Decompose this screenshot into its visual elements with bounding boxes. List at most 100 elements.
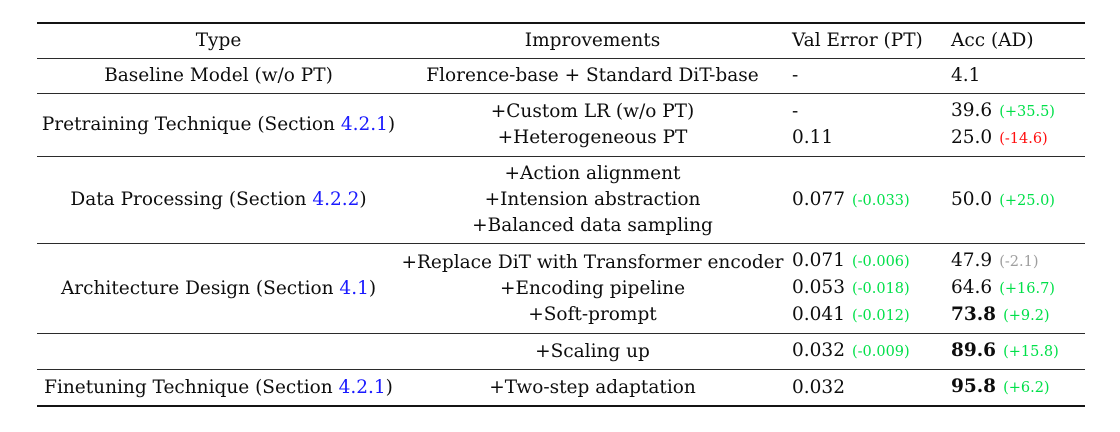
table-row-group: Finetuning Technique (Section 4.2.1) +Two… <box>37 370 1085 405</box>
improvement-item: +Two-step adaptation <box>489 376 696 398</box>
column-header-label: Improvements <box>524 30 661 51</box>
acc-cell: 47.9 (-2.1) 64.6 (+16.7)73.8 (+9.2) <box>942 248 1085 329</box>
metric-value: 95.8 <box>951 376 997 397</box>
acc-cell: 89.6 (+15.8) <box>942 338 1085 365</box>
type-label: Baseline Model (w/o PT) <box>104 65 333 86</box>
improvement-item: +Action alignment <box>504 163 681 184</box>
improvement-item: +Encoding pipeline <box>499 277 686 299</box>
improvements-cell: +Action alignment +Intension abstraction +… <box>400 161 785 239</box>
type-cell: Pretraining Technique (Section 4.2.1) <box>37 98 400 152</box>
metric-line: 0.11 <box>792 125 833 151</box>
metric-line: 25.0 (-14.6) <box>951 125 1048 152</box>
type-label: Finetuning Technique (Section 4.2.1) <box>44 376 393 398</box>
metric-delta: (-2.1) <box>999 254 1039 270</box>
metric-line: 4.1 <box>951 63 980 89</box>
improvement-item: +Soft-prompt <box>528 303 657 325</box>
metric-delta: (-0.006) <box>851 254 910 270</box>
acc-cell: 95.8 (+6.2) <box>942 374 1085 401</box>
metric-value: 39.6 <box>951 100 993 121</box>
column-header-val-error: Val Error (PT) <box>785 28 942 54</box>
metric-value: 0.032 <box>792 376 845 398</box>
metric-line: 0.041 (-0.012) <box>792 302 910 329</box>
metric-delta: (-14.6) <box>999 131 1048 147</box>
val-error-cell: 0.077 (-0.033) <box>785 161 942 239</box>
table-row-group: Data Processing (Section 4.2.2) +Action a… <box>37 157 1085 244</box>
type-cell: Data Processing (Section 4.2.2) <box>37 161 400 239</box>
type-cell: Architecture Design (Section 4.1) <box>37 248 400 329</box>
metric-delta: (+16.7) <box>999 281 1055 297</box>
metric-value: - <box>792 101 799 122</box>
metric-delta: (-0.009) <box>851 344 910 360</box>
metric-value: 73.8 <box>951 304 997 325</box>
metric-value: 25.0 <box>951 127 993 148</box>
column-header-type: Type <box>37 28 400 54</box>
metric-value: 0.032 <box>792 340 845 361</box>
metric-line: 50.0(+25.0) <box>951 187 1055 214</box>
metric-line: 0.053 (-0.018) <box>792 275 910 302</box>
metric-value: 47.9 <box>951 250 993 271</box>
column-header-label: Val Error (PT) <box>792 30 923 51</box>
val-error-cell: 0.071 (-0.006) 0.053 (-0.018) 0.041 (-0.012) <box>785 248 942 329</box>
metric-line: 47.9 (-2.1) <box>951 248 1038 275</box>
metric-line: 89.6 (+15.8) <box>951 338 1059 365</box>
metric-delta: (+9.2) <box>1003 308 1050 324</box>
improvement-item: +Intension abstraction <box>484 189 701 210</box>
type-cell: Finetuning Technique (Section 4.2.1) <box>37 374 400 401</box>
metric-line: 0.077 (-0.033) <box>792 187 910 214</box>
section-link[interactable]: 4.2.1 <box>340 114 388 135</box>
column-header-improvements: Improvements <box>400 28 785 54</box>
metric-value: 50.0 <box>951 188 993 210</box>
type-cell <box>37 338 400 365</box>
type-cell: Baseline Model (w/o PT) <box>37 63 400 89</box>
metric-value: 89.6 <box>951 340 997 361</box>
section-link[interactable]: 4.2.2 <box>312 189 360 210</box>
val-error-cell: - <box>785 63 942 89</box>
metric-delta: (+15.8) <box>1003 344 1059 360</box>
metric-delta: (+6.2) <box>1003 380 1050 396</box>
column-header-label: Type <box>195 30 242 51</box>
metric-value: 0.041 <box>792 304 845 325</box>
metric-delta: (-0.033) <box>851 192 910 209</box>
table-row-group: Baseline Model (w/o PT) Florence-base + S… <box>37 59 1085 94</box>
acc-cell: 39.6 (+35.5) 25.0 (-14.6) <box>942 98 1085 152</box>
improvements-cell: +Two-step adaptation <box>400 374 785 401</box>
metric-line: 0.032 (-0.009) <box>792 338 910 365</box>
table-row-group: Architecture Design (Section 4.1)+Replac… <box>37 244 1085 334</box>
metric-value: 0.077 <box>792 188 845 210</box>
metric-value: 0.11 <box>792 127 834 148</box>
metric-line: - <box>792 99 798 125</box>
metric-delta: (+35.5) <box>999 104 1055 120</box>
metric-line: 73.8 (+9.2) <box>951 302 1050 329</box>
column-header-acc: Acc (AD) <box>942 28 1085 54</box>
val-error-cell: 0.032 (-0.009) <box>785 338 942 365</box>
ablation-table: Type Improvements Val Error (PT) Acc (AD… <box>37 22 1085 407</box>
improvements-cell: Florence-base + Standard DiT-base <box>400 63 785 89</box>
metric-value: 4.1 <box>951 65 981 86</box>
metric-line: 95.8 (+6.2) <box>951 374 1050 401</box>
table-body: Baseline Model (w/o PT) Florence-base + S… <box>37 59 1085 405</box>
metric-value: 64.6 <box>951 277 993 298</box>
val-error-cell: - 0.11 <box>785 98 942 152</box>
improvement-item: Florence-base + Standard DiT-base <box>426 65 759 86</box>
acc-cell: 50.0(+25.0) <box>942 161 1085 239</box>
metric-delta: (-0.018) <box>851 281 910 297</box>
section-link[interactable]: 4.2.1 <box>338 376 386 398</box>
section-link[interactable]: 4.1 <box>339 277 369 299</box>
improvement-item: +Balanced data sampling <box>472 215 713 236</box>
metric-value: 0.053 <box>792 277 845 298</box>
metric-line: 64.6 (+16.7) <box>951 275 1055 302</box>
metric-line: - <box>792 63 798 89</box>
improvement-item: +Heterogeneous PT <box>497 127 688 148</box>
improvement-item: +Replace DiT with Transformer encoder <box>401 251 784 273</box>
metric-line: 0.071 (-0.006) <box>792 248 910 275</box>
improvement-item: +Custom LR (w/o PT) <box>490 101 695 122</box>
improvements-cell: +Custom LR (w/o PT) +Heterogeneous PT <box>400 98 785 152</box>
column-header-label: Acc (AD) <box>951 30 1034 51</box>
type-label: Data Processing (Section 4.2.2) <box>70 189 367 210</box>
metric-value: 0.071 <box>792 250 845 271</box>
metric-line: 0.032 <box>792 375 845 401</box>
metric-value: - <box>792 65 799 86</box>
metric-delta: (-0.012) <box>851 308 910 324</box>
improvements-cell: +Replace DiT with Transformer encoder +En… <box>400 248 785 329</box>
